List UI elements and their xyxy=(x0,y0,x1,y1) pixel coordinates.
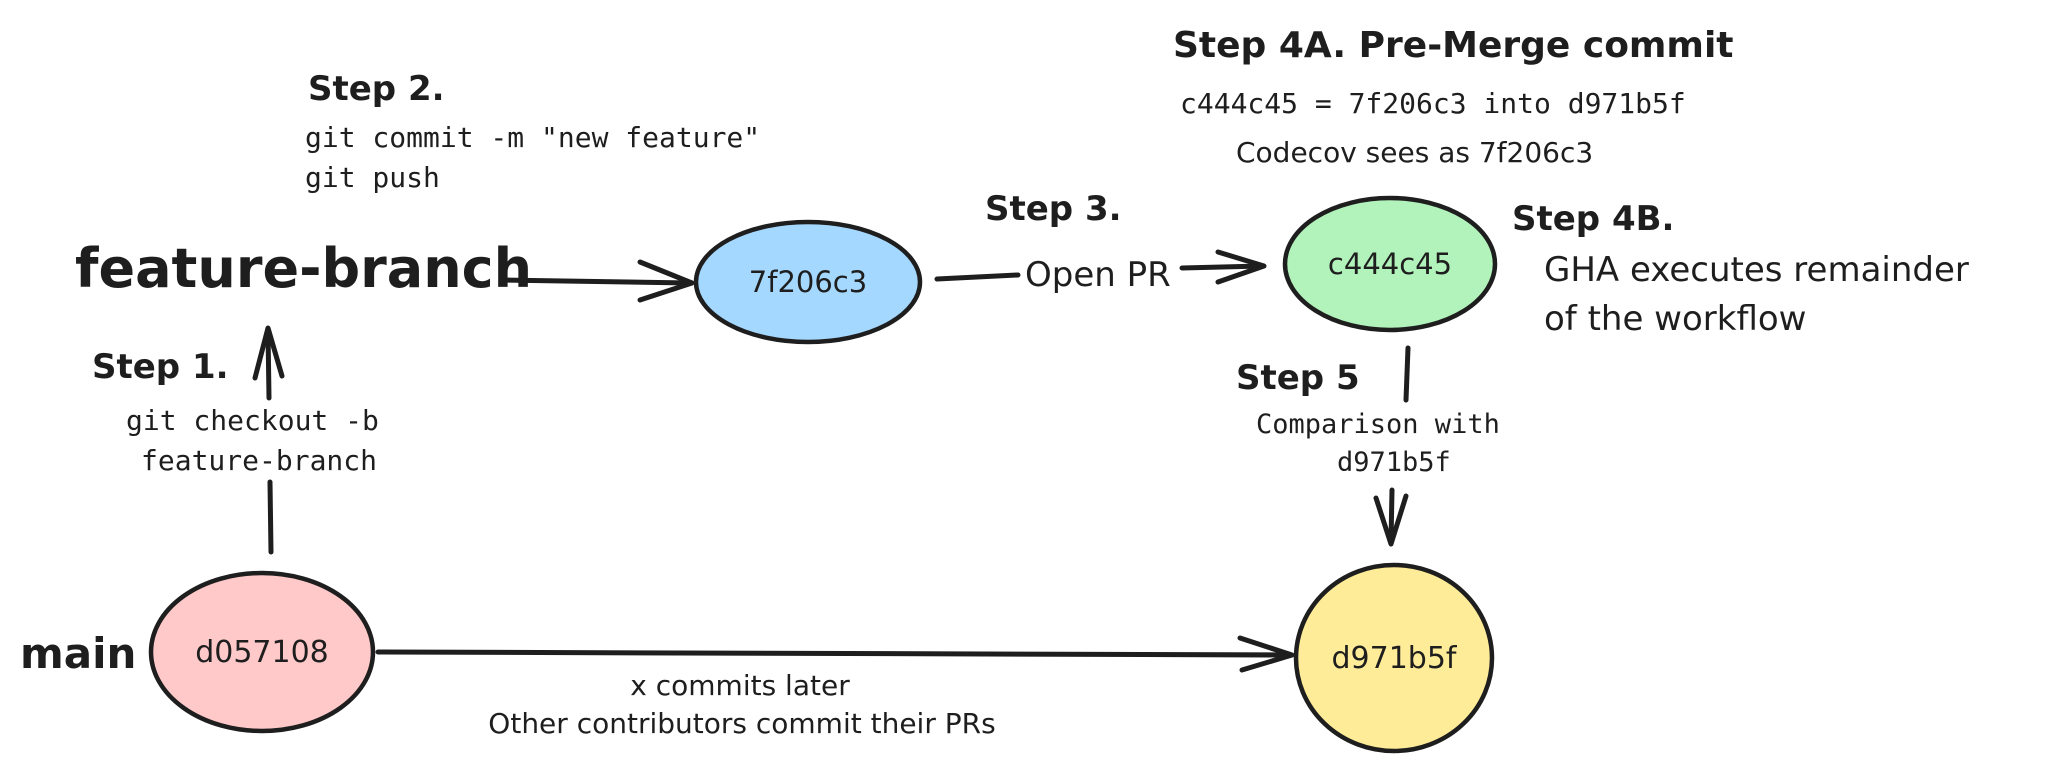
node-d057108: d057108 xyxy=(148,570,376,734)
open-pr-arrow xyxy=(934,249,1267,285)
node-d057108-label: d057108 xyxy=(195,635,329,670)
step4a-line-2: Codecov sees as 7f206c3 xyxy=(1236,136,1593,169)
step1-title: Step 1. xyxy=(92,347,229,387)
branch-off-arrow xyxy=(252,325,285,555)
step4b-title: Step 4B. xyxy=(1512,199,1674,239)
step2-line-2: git push xyxy=(305,161,440,194)
node-c444c45: c444c45 xyxy=(1282,195,1498,333)
step4b-line-2: of the workflow xyxy=(1544,299,1807,339)
step4b-line-1: GHA executes remainder xyxy=(1544,250,1969,290)
node-7f206c3: 7f206c3 xyxy=(693,219,923,345)
step1-line-1: git checkout -b xyxy=(126,404,379,437)
node-c444c45-label: c444c45 xyxy=(1328,247,1452,281)
main-branch-label: main xyxy=(20,629,136,678)
step2-title: Step 2. xyxy=(308,69,445,109)
node-d971b5f-label: d971b5f xyxy=(1332,641,1458,676)
main-edge-caption-1: x commits later xyxy=(630,669,850,702)
comparison-arrow xyxy=(1373,345,1411,547)
main-edge-arrow xyxy=(375,635,1295,673)
main-edge-caption-2: Other contributors commit their PRs xyxy=(488,707,995,740)
node-7f206c3-label: 7f206c3 xyxy=(749,265,867,299)
step5-title: Step 5 xyxy=(1236,358,1360,398)
step5-line-1: Comparison with xyxy=(1256,409,1500,440)
step1-line-2: feature-branch xyxy=(141,444,377,477)
step5-line-2: d971b5f xyxy=(1337,447,1451,478)
node-d971b5f: d971b5f xyxy=(1293,562,1495,754)
step2-line-1: git commit -m "new feature" xyxy=(305,121,760,154)
step4a-title: Step 4A. Pre-Merge commit xyxy=(1173,25,1734,66)
step4a-line-1: c444c45 = 7f206c3 into d971b5f xyxy=(1180,87,1686,120)
open-pr-label: Open PR xyxy=(1025,255,1171,295)
feature-branch-label: feature-branch xyxy=(75,237,532,300)
commit-arrow xyxy=(499,259,695,303)
step3-title: Step 3. xyxy=(985,189,1122,229)
